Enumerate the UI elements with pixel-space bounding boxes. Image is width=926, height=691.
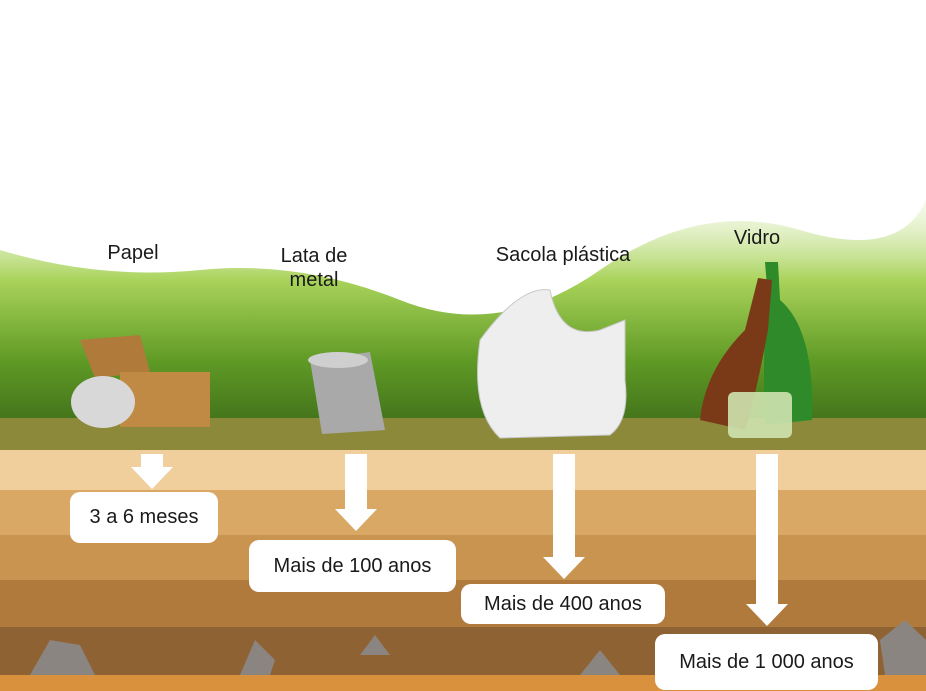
arrow-down-icon (335, 454, 377, 531)
item-label-papel: Papel (107, 242, 159, 264)
item-label-sacola-plastica: Sacola plástica (495, 244, 631, 266)
arrow-down-icon (746, 454, 788, 626)
metal-can-illustration (308, 352, 385, 434)
paper-box-illustration (71, 335, 210, 428)
item-label-vidro: Vidro (733, 227, 781, 249)
plastic-bag-illustration (477, 289, 627, 439)
arrow-down-icon (543, 454, 585, 579)
item-label-line: metal (289, 269, 339, 291)
time-box-vidro: Mais de 1 000 anos (655, 634, 878, 690)
glass-bottles-illustration (700, 262, 813, 438)
time-box-papel: 3 a 6 meses (70, 492, 218, 543)
arrow-down-icon (131, 454, 173, 489)
time-box-lata: Mais de 100 anos (249, 540, 456, 592)
item-label-line: Lata de (280, 245, 348, 267)
item-label-lata-de-metal: Lata de metal (281, 244, 348, 292)
time-box-sacola: Mais de 400 anos (461, 584, 665, 624)
